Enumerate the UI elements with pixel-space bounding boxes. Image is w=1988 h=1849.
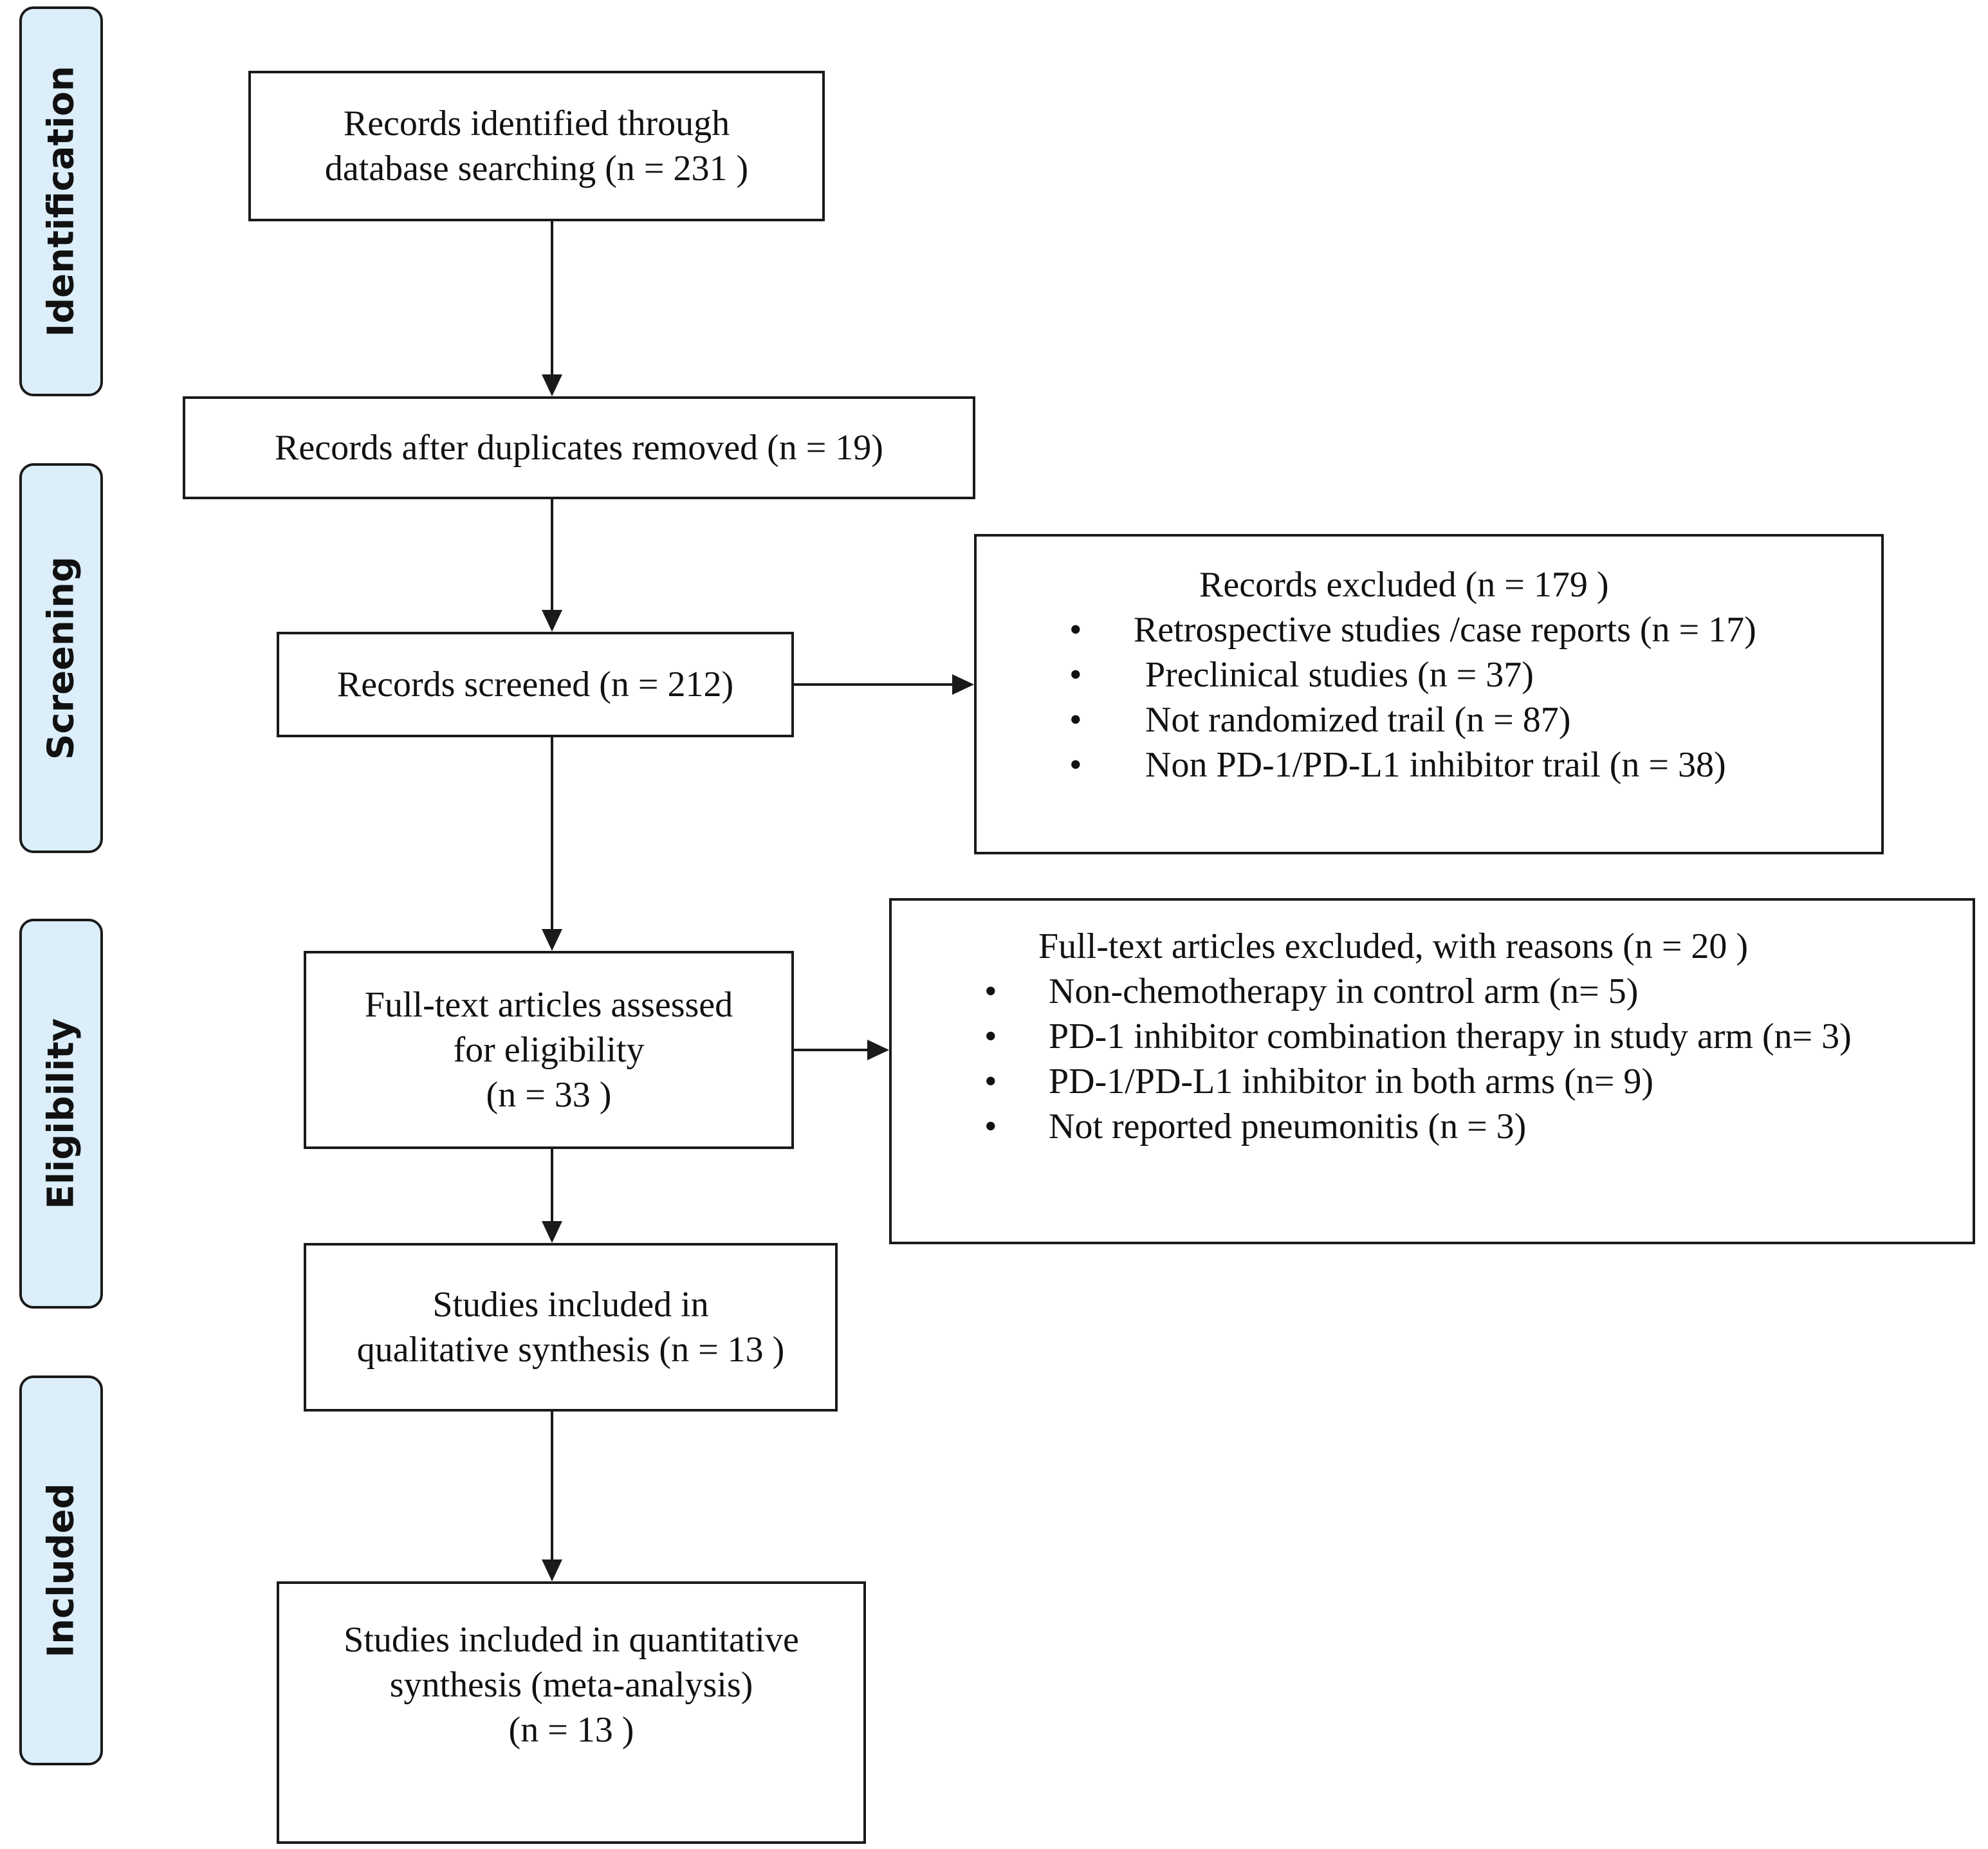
qualitative-synthesis-line-2: qualitative synthesis (n = 13 ) <box>356 1330 785 1370</box>
qualitative-synthesis-box: Studies included in qualitative synthesi… <box>304 1243 838 1412</box>
arrow-identified-to-duplicates <box>542 221 562 396</box>
fulltext-assessed-line-2: for eligibility <box>453 1030 645 1070</box>
records-excluded-item: Retrospective studies /case reports (n =… <box>1134 610 1756 650</box>
fulltext-excluded-box: Full-text articles excluded, with reason… <box>889 898 1975 1244</box>
records-screened-box: Records screened (n = 212) <box>277 632 794 737</box>
quantitative-synthesis-line-3: (n = 13 ) <box>508 1710 634 1750</box>
records-identified-line-2: database searching (n = 231 ) <box>324 149 749 189</box>
bullet-icon: • <box>1069 655 1082 695</box>
phase-screening: Screening <box>19 463 103 853</box>
duplicates-removed-line-1: Records after duplicates removed (n = 19… <box>275 428 883 468</box>
fulltext-excluded-item: Non-chemotherapy in control arm (n= 5) <box>1049 971 1639 1011</box>
phase-label-included: Included <box>40 1483 82 1658</box>
arrow-qualitative-to-quantitative <box>542 1412 562 1581</box>
bullet-icon: • <box>1069 610 1082 650</box>
fulltext-assessed-line-3: (n = 33 ) <box>486 1075 612 1115</box>
fulltext-excluded-item: PD-1 inhibitor combination therapy in st… <box>1049 1016 1852 1056</box>
records-excluded-item: Preclinical studies (n = 37) <box>1145 655 1534 695</box>
arrow-fulltext-to-qualitative <box>542 1149 562 1243</box>
quantitative-synthesis-line-1: Studies included in quantitative <box>344 1620 799 1660</box>
bullet-icon: • <box>984 1107 997 1146</box>
bullet-icon: • <box>1069 700 1082 740</box>
records-excluded-title: Records excluded (n = 179 ) <box>1199 565 1609 605</box>
fulltext-excluded-item: PD-1/PD-L1 inhibitor in both arms (n= 9) <box>1049 1062 1653 1101</box>
quantitative-synthesis-box: Studies included in quantitative synthes… <box>277 1581 866 1844</box>
bullet-icon: • <box>1069 745 1082 785</box>
phase-included: Included <box>19 1375 103 1765</box>
bullet-icon: • <box>984 1016 997 1056</box>
fulltext-excluded-item: Not reported pneumonitis (n = 3) <box>1049 1107 1527 1146</box>
fulltext-assessed-box: Full-text articles assessed for eligibil… <box>304 951 794 1149</box>
arrow-screened-to-excluded <box>794 674 974 695</box>
arrow-screened-to-fulltext <box>542 737 562 951</box>
records-excluded-item: Non PD-1/PD-L1 inhibitor trail (n = 38) <box>1145 745 1726 785</box>
records-identified-line-1: Records identified through <box>343 104 730 143</box>
records-excluded-box: Records excluded (n = 179 ) • Retrospect… <box>974 534 1884 854</box>
records-identified-box: Records identified through database sear… <box>248 71 825 221</box>
fulltext-assessed-line-1: Full-text articles assessed <box>364 985 733 1025</box>
qualitative-synthesis-line-1: Studies included in <box>432 1285 709 1325</box>
phase-label-screening: Screening <box>40 556 82 760</box>
quantitative-synthesis-line-2: synthesis (meta-analysis) <box>389 1665 753 1705</box>
records-screened-line-1: Records screened (n = 212) <box>336 665 734 704</box>
bullet-icon: • <box>984 971 997 1011</box>
bullet-icon: • <box>984 1062 997 1101</box>
phase-identification: Identification <box>19 6 103 396</box>
phase-label-identification: Identification <box>40 66 82 337</box>
duplicates-removed-box: Records after duplicates removed (n = 19… <box>183 396 975 499</box>
phase-label-eligibility: Eligibility <box>40 1018 82 1210</box>
records-excluded-item: Not randomized trail (n = 87) <box>1145 700 1571 740</box>
fulltext-excluded-title: Full-text articles excluded, with reason… <box>1038 926 1749 966</box>
arrow-fulltext-to-excluded <box>794 1040 889 1060</box>
arrow-duplicates-to-screened <box>542 499 562 632</box>
phase-eligibility: Eligibility <box>19 919 103 1309</box>
